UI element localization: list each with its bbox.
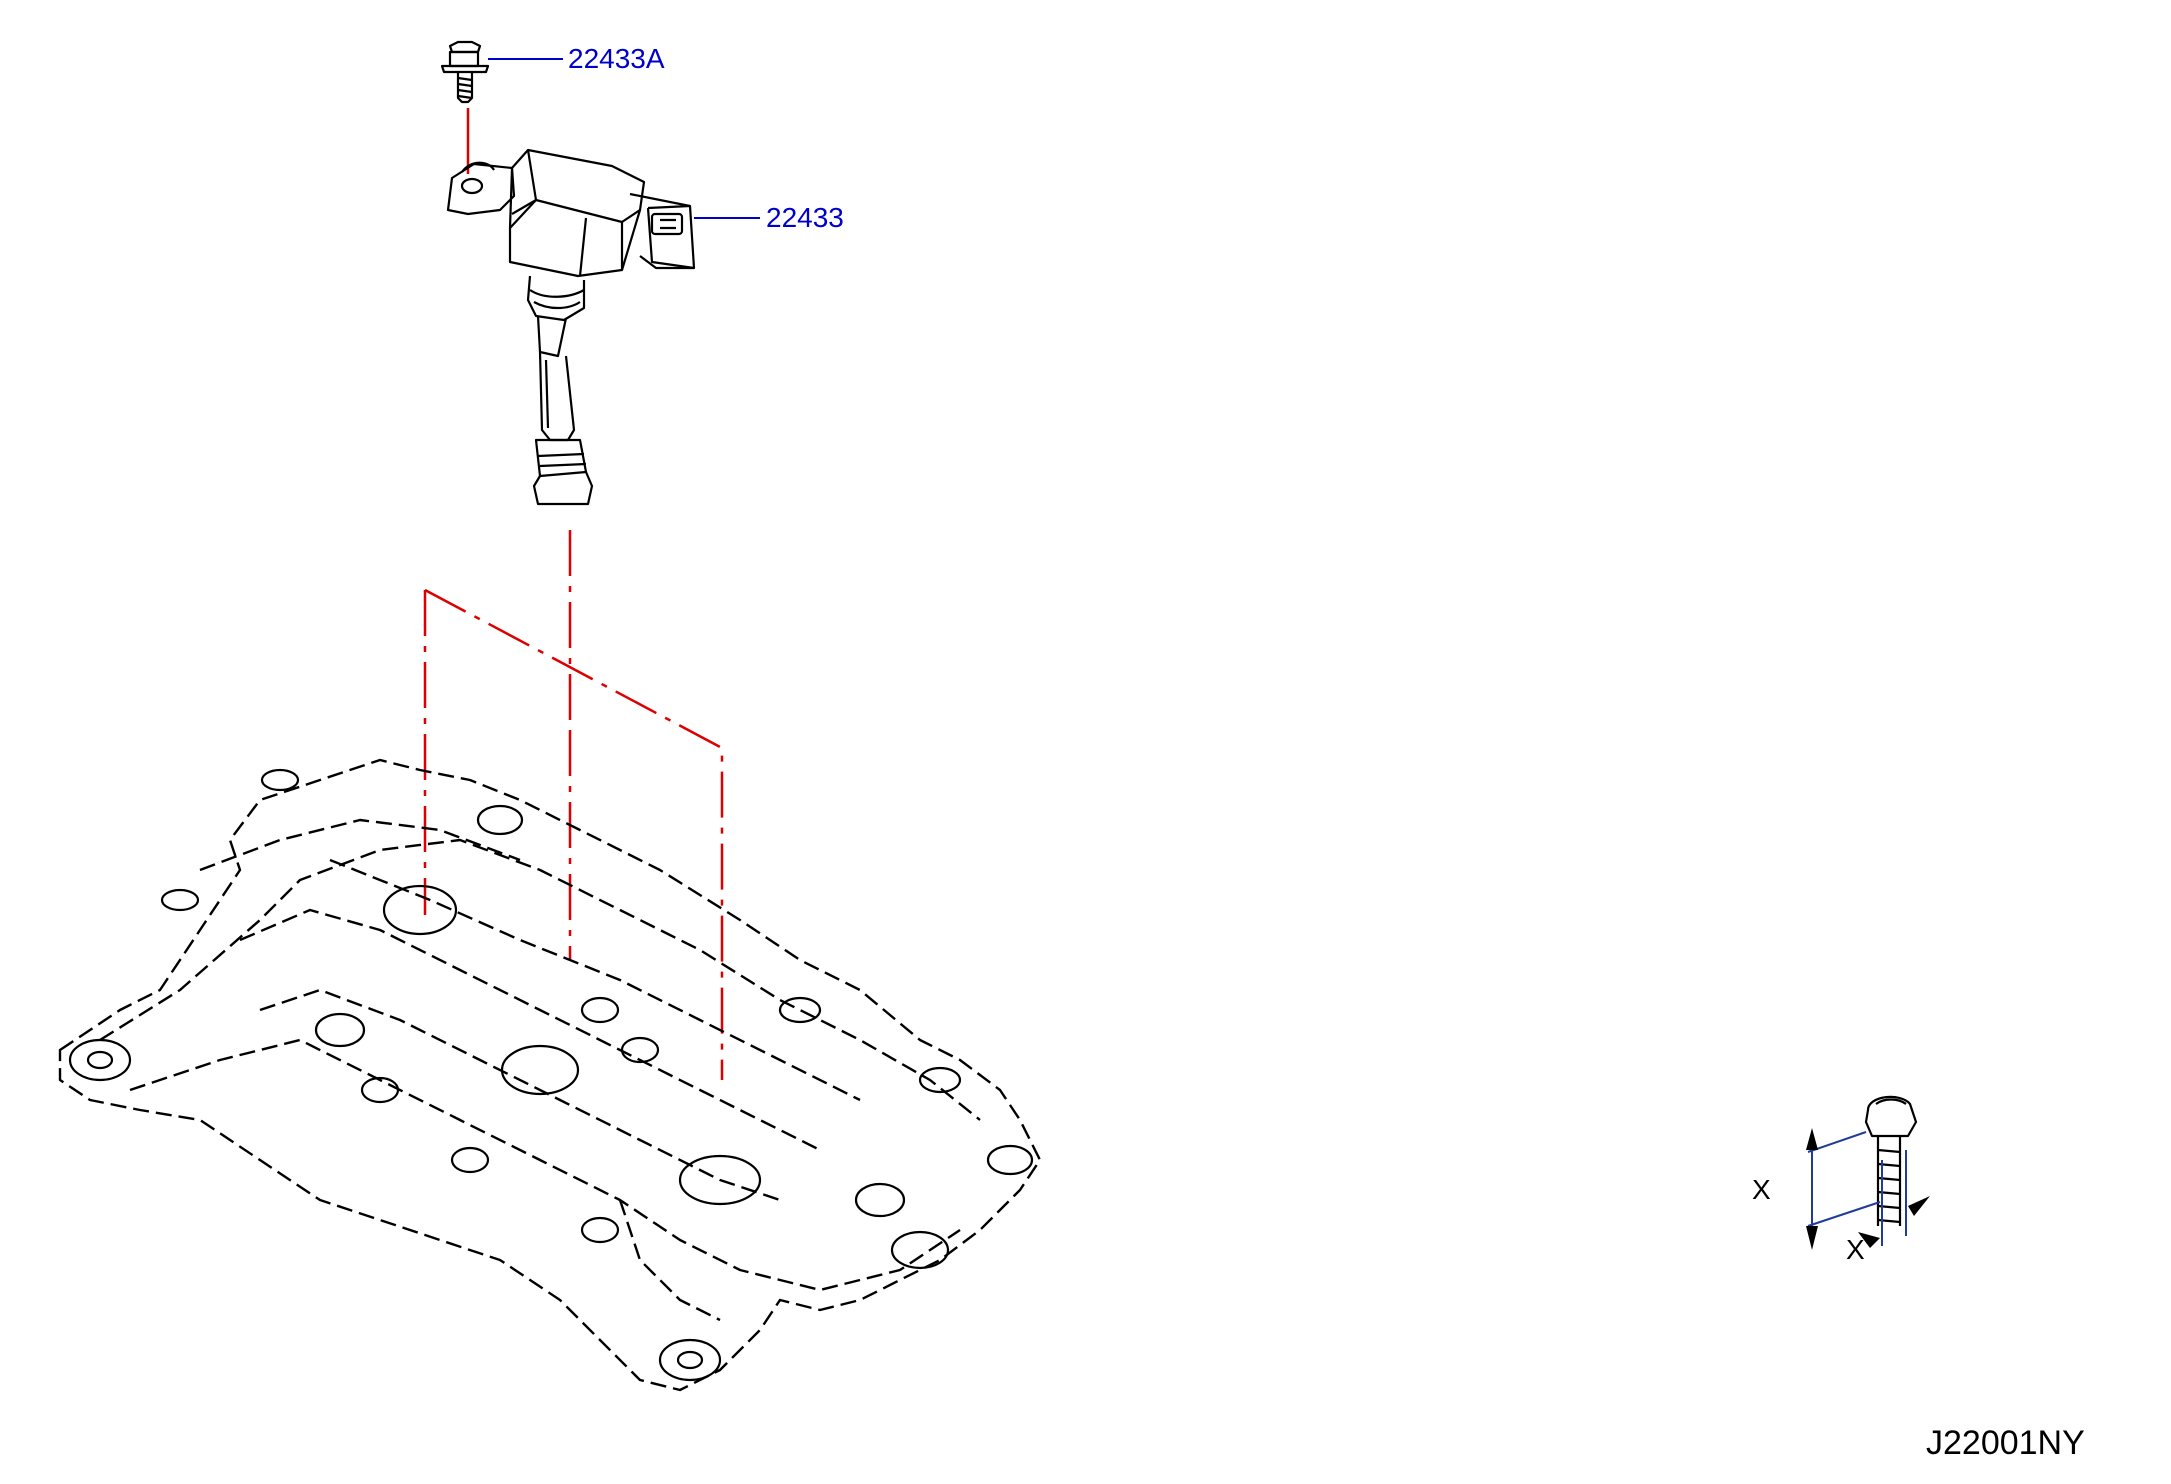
cylinder-head-drawing	[58, 758, 1042, 1392]
part-callout-22433[interactable]: 22433	[766, 202, 844, 233]
cylinder-head-bosses	[68, 768, 1034, 1382]
dimension-arrows	[1806, 1128, 1930, 1250]
part-callout-22433a[interactable]: 22433A	[568, 43, 665, 74]
bolt-detail-drawing	[1864, 1095, 1918, 1226]
diagram-code: J22001NY	[1926, 1424, 2085, 1462]
dimension-lines	[1807, 1131, 1907, 1246]
ignition-coil-22433-drawing[interactable]	[446, 148, 696, 506]
installation-center-lines	[423, 530, 724, 1080]
dimension-label-x-bottom: X	[1846, 1234, 1865, 1265]
bolt-22433a-drawing[interactable]	[440, 40, 490, 104]
dimension-label-x-left: X	[1752, 1174, 1771, 1205]
